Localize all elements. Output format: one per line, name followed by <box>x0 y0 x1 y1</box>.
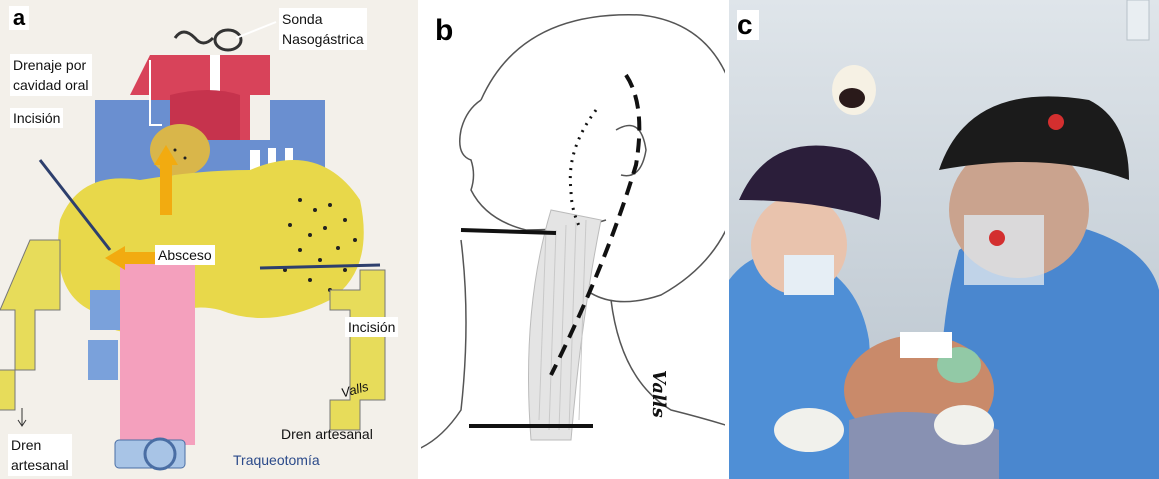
glove-left <box>774 408 844 452</box>
panel-c-photo: c <box>729 0 1159 479</box>
panel-c-letter: c <box>737 10 759 40</box>
panel-a-letter: a <box>9 6 29 30</box>
label-drenaje-oral: Drenaje por cavidad oral <box>10 54 92 96</box>
label-dren-artesanal-left: Dren artesanal <box>8 434 72 476</box>
panel-c-scene <box>729 0 1159 479</box>
signature-b: Valls <box>648 370 669 418</box>
label-sonda-nasogastrica: Sonda Nasogástrica <box>279 8 367 50</box>
privacy-block <box>900 332 952 358</box>
label-incision-right: Incisión <box>345 317 398 337</box>
surgeon-right-mask <box>964 215 1044 285</box>
tonsil-abscess <box>150 124 210 176</box>
glove-right <box>934 405 994 445</box>
panel-a-drawing: a Sonda Nasogástrica Drenaje por cavidad… <box>0 0 418 479</box>
surgeon-left-mask <box>784 255 834 295</box>
panel-b-drawing: b Valls <box>421 0 725 479</box>
label-incision-left: Incisión <box>10 108 63 128</box>
label-traqueotomia: Traqueotomía <box>230 450 323 470</box>
panel-b-illustration <box>421 0 725 479</box>
esophagus-pink <box>120 255 195 445</box>
label-absceso: Absceso <box>155 245 215 265</box>
panel-b-letter: b <box>435 16 461 46</box>
label-dren-artesanal-right: Dren artesanal <box>278 424 376 444</box>
